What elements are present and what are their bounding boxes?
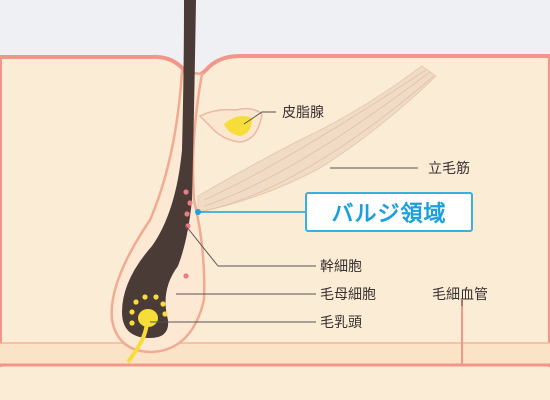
matrix-cell-dots — [129, 294, 168, 326]
label-sebaceous-gland: 皮脂腺 — [282, 105, 324, 121]
sebaceous-gland-core — [224, 116, 252, 136]
leader-lines — [150, 111, 463, 323]
label-stem-cells: 幹細胞 — [320, 259, 362, 275]
label-arrector-pili: 立毛筋 — [428, 161, 470, 177]
bulge-region-box: バルジ領域 — [305, 192, 473, 232]
label-matrix-cells: 毛母細胞 — [320, 287, 376, 303]
papilla-vessel — [126, 317, 150, 364]
label-capillary: 毛細血管 — [432, 287, 488, 303]
label-bulge-region: バルジ領域 — [331, 202, 447, 227]
bulge-pointer-dot — [195, 209, 201, 215]
label-dermal-papilla: 毛乳頭 — [320, 315, 362, 331]
hair-shaft — [122, 0, 196, 338]
subcutaneous-band — [0, 343, 550, 365]
